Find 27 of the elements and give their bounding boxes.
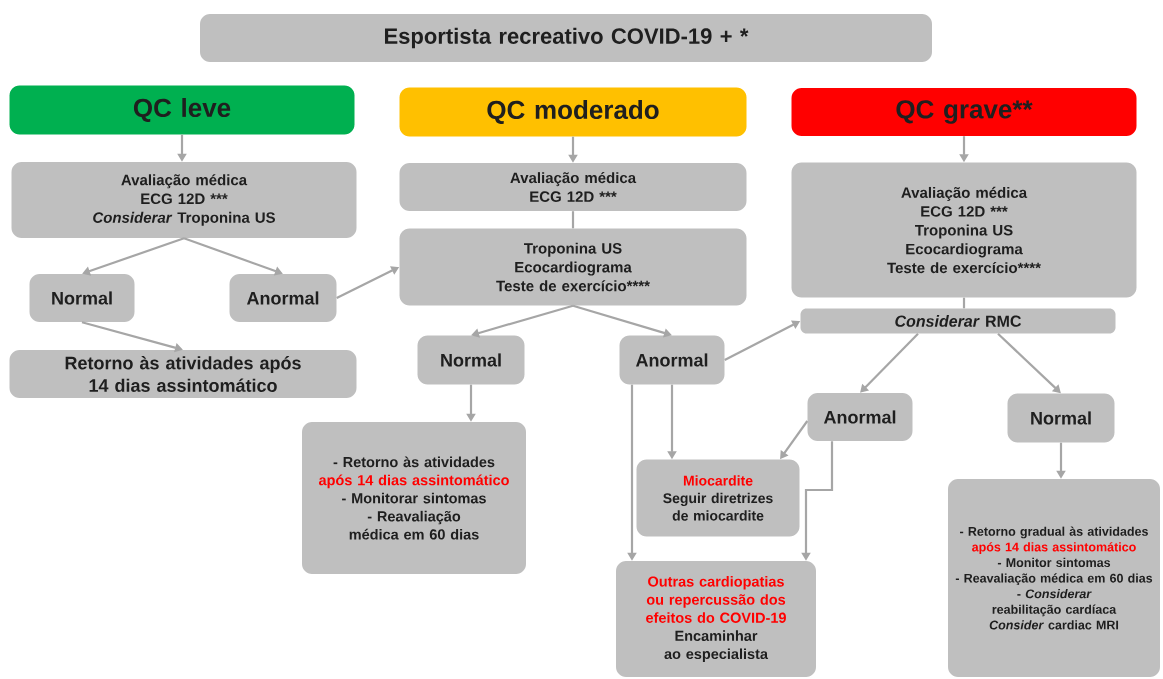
arrow <box>471 304 574 338</box>
connector-line <box>571 211 575 229</box>
outcome-box: Normal <box>417 335 525 385</box>
result-box: - Retorno às atividades após 14 dias assintomático - Monitorar sintomas - Reavaliação médica em 60 dias <box>302 422 526 574</box>
result-box: Retorno às atividades após 14 dias assintomático <box>9 350 357 398</box>
outcome-box: Anormal <box>807 393 913 441</box>
result-box: - Retorno gradual às atividades após 14 dias assintomático - Monitor sintomas - Reavaliação médica em 60 dias - Considerar reabilitação cardíaca Consider cardiac MRI <box>948 479 1160 677</box>
severity-box: QC moderado <box>399 87 747 137</box>
outcome-box: Normal <box>1007 393 1115 443</box>
title-box: Esportista recreativo COVID-19 + * <box>200 14 932 62</box>
outcome-box: Anormal <box>619 335 725 385</box>
result-box: Outras cardiopatias ou repercussão dos efeitos do COVID-19 Encaminhar ao especialista <box>616 561 816 677</box>
severity-box: QC grave** <box>791 88 1137 136</box>
process-box: Avaliação médica ECG 12D *** Considerar Troponina US <box>11 162 357 238</box>
result-box: Miocardite Seguir diretrizes de miocardite <box>636 459 800 537</box>
arrow <box>860 332 919 393</box>
process-box: Considerar RMC <box>800 308 1116 334</box>
arrow <box>572 304 672 338</box>
process-box: Avaliação médica ECG 12D *** <box>399 163 747 211</box>
arrow <box>183 237 283 276</box>
process-box: Troponina US Ecocardiograma Teste de exercício**** <box>399 228 747 306</box>
process-box: Avaliação médica ECG 12D *** Troponina US Ecocardiograma Teste de exercício**** <box>791 162 1137 298</box>
outcome-box: Normal <box>29 274 135 322</box>
severity-box: QC leve <box>9 85 355 135</box>
connector-line <box>962 297 966 309</box>
outcome-box: Anormal <box>229 274 337 322</box>
arrow <box>82 237 185 276</box>
